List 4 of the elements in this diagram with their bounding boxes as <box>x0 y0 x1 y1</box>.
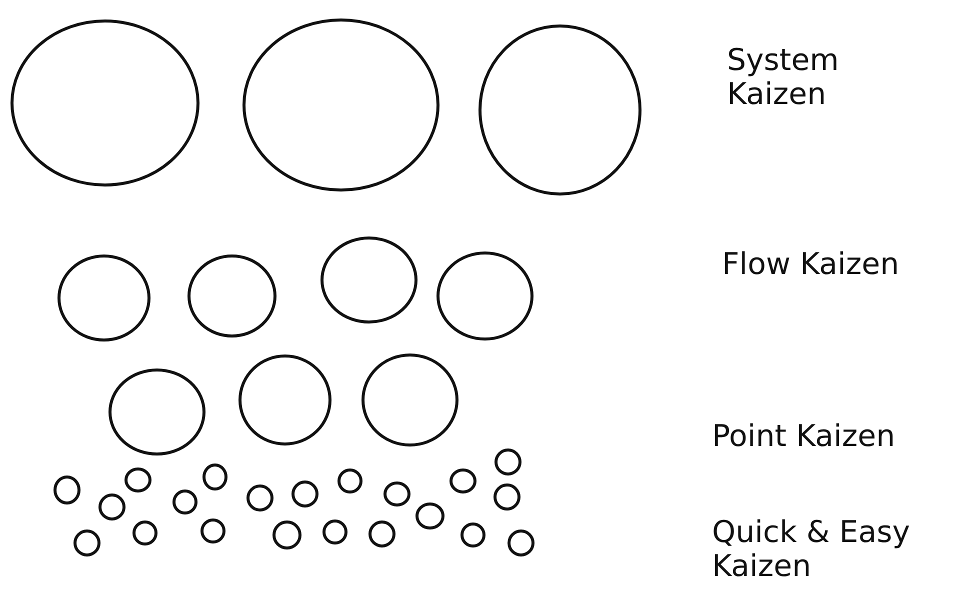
row-label: Quick & Easy Kaizen <box>712 516 912 584</box>
row-label: Point Kaizen <box>712 420 896 454</box>
row-label: Flow Kaizen <box>722 248 900 282</box>
row-label: System Kaizen <box>727 44 840 112</box>
